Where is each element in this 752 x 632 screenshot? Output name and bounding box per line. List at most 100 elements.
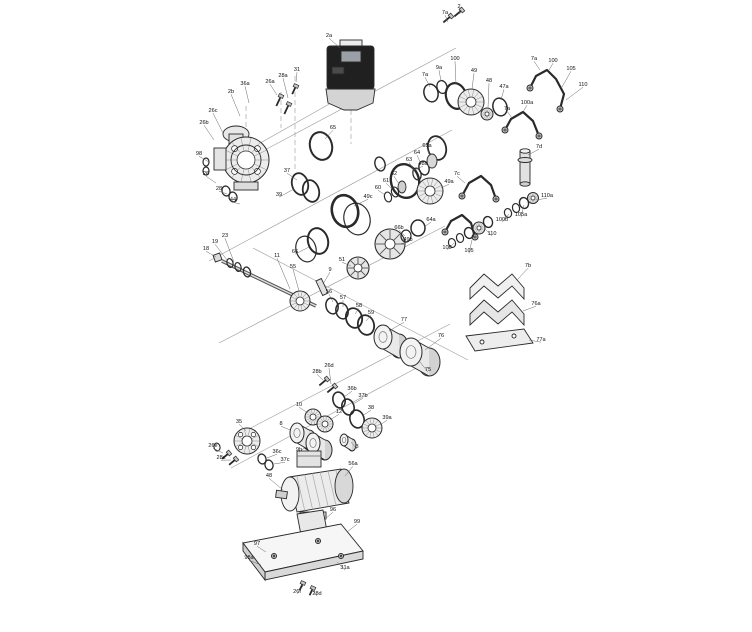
callout-leader (393, 176, 400, 185)
part-number-label: 26b (199, 120, 208, 126)
callout-leader (501, 213, 510, 223)
screw (442, 12, 455, 24)
callout-leader (440, 183, 450, 189)
shaft-assembly (212, 252, 376, 336)
part-number-label: 60 (375, 185, 381, 191)
suction-port (213, 147, 227, 171)
callout-leader (273, 461, 286, 465)
o-ring (257, 453, 267, 465)
callout-leader (385, 183, 393, 190)
callout-leader (212, 447, 224, 454)
part-number-label: 48a (418, 161, 428, 167)
hole (511, 333, 517, 339)
callout-leader (454, 61, 457, 85)
callout-leader (230, 94, 241, 117)
part-number-label: 51 (339, 257, 345, 263)
o-ring (482, 215, 494, 229)
part-number-label: 55 (290, 264, 296, 270)
part-number-label: 44 (230, 197, 236, 203)
guide-line (208, 129, 453, 262)
o-ring (374, 156, 386, 172)
o-ring (308, 131, 334, 161)
part-number-label: 9 (328, 267, 331, 273)
shaft-pin (339, 433, 357, 452)
callout-leader (268, 478, 284, 491)
pipe-assembly (460, 174, 498, 201)
part-number-label: 57 (340, 295, 346, 301)
drive-keypad (331, 66, 345, 75)
o-ring (349, 409, 365, 429)
washer-disc (361, 417, 383, 439)
motor-end-bell (334, 468, 354, 504)
part-number-label: 49 (471, 68, 477, 74)
callout-leader (424, 77, 431, 88)
callout-leader (565, 87, 584, 101)
part-number-label: 100 (450, 56, 459, 62)
motor-shaft-stub (275, 489, 288, 500)
o-ring (383, 191, 393, 203)
guide-line (252, 247, 469, 361)
screw (298, 580, 307, 591)
clamp-brackets (465, 273, 534, 352)
part-number-label: 63 (406, 157, 412, 163)
washer-disc (316, 415, 334, 433)
callout-leader (456, 176, 466, 184)
part-number-label: 64 (414, 150, 420, 156)
disc-face (517, 157, 533, 163)
callout-leader (438, 70, 442, 82)
callout-leader (446, 242, 455, 251)
o-ring (436, 79, 448, 95)
callout-leader (322, 272, 331, 285)
callout-leader (282, 78, 289, 99)
seal-carrier-disc (457, 88, 485, 116)
o-ring (356, 314, 376, 336)
callout-leader (294, 246, 310, 255)
callout-leader (324, 512, 334, 520)
part-number-label: 26d (324, 363, 333, 369)
callout-leader (292, 269, 300, 292)
callout-leader (212, 113, 224, 134)
washer-disc (480, 107, 494, 121)
detail-line (296, 475, 306, 511)
callout-leader (224, 238, 235, 263)
callout-leader (487, 83, 490, 109)
o-ring (390, 186, 400, 198)
part-number-label: 62 (391, 171, 397, 177)
part-number-label: 23 (222, 233, 228, 239)
screw (221, 449, 233, 460)
part-number-label: 36a (240, 81, 250, 87)
o-ring (503, 207, 513, 219)
washer-disc (492, 195, 500, 203)
guide-line (254, 97, 341, 147)
part-number-label: 26a (265, 79, 275, 85)
part-number-label: 47a (499, 84, 509, 90)
callout-leader (346, 524, 358, 533)
callout-leader (522, 305, 537, 312)
part-number-label: 9b (296, 447, 302, 453)
o-ring (295, 235, 317, 263)
callout-leader (500, 89, 505, 101)
part-number-label: 110 (579, 82, 588, 88)
clamp-bracket (469, 299, 525, 327)
part-number-label: 75 (425, 367, 431, 373)
shaft-nut (212, 252, 223, 263)
fan-shroud (325, 88, 376, 111)
disc-face (519, 181, 531, 187)
pipe-stub (519, 150, 531, 185)
callout-leader (398, 230, 406, 237)
callout-leader (471, 73, 475, 90)
callout-leader (286, 172, 298, 181)
callout-leader (388, 321, 405, 332)
callout-leader (269, 84, 278, 96)
callout-leader (198, 155, 210, 163)
part-number-label: 96 (330, 507, 336, 513)
callout-leader (248, 559, 262, 566)
part-number-label: 64a (426, 217, 436, 223)
callout-leader (203, 125, 215, 141)
o-ring (463, 226, 475, 240)
part-number-label: 76 (438, 333, 444, 339)
callout-leader (328, 38, 341, 49)
pump-head-flange (222, 136, 270, 184)
